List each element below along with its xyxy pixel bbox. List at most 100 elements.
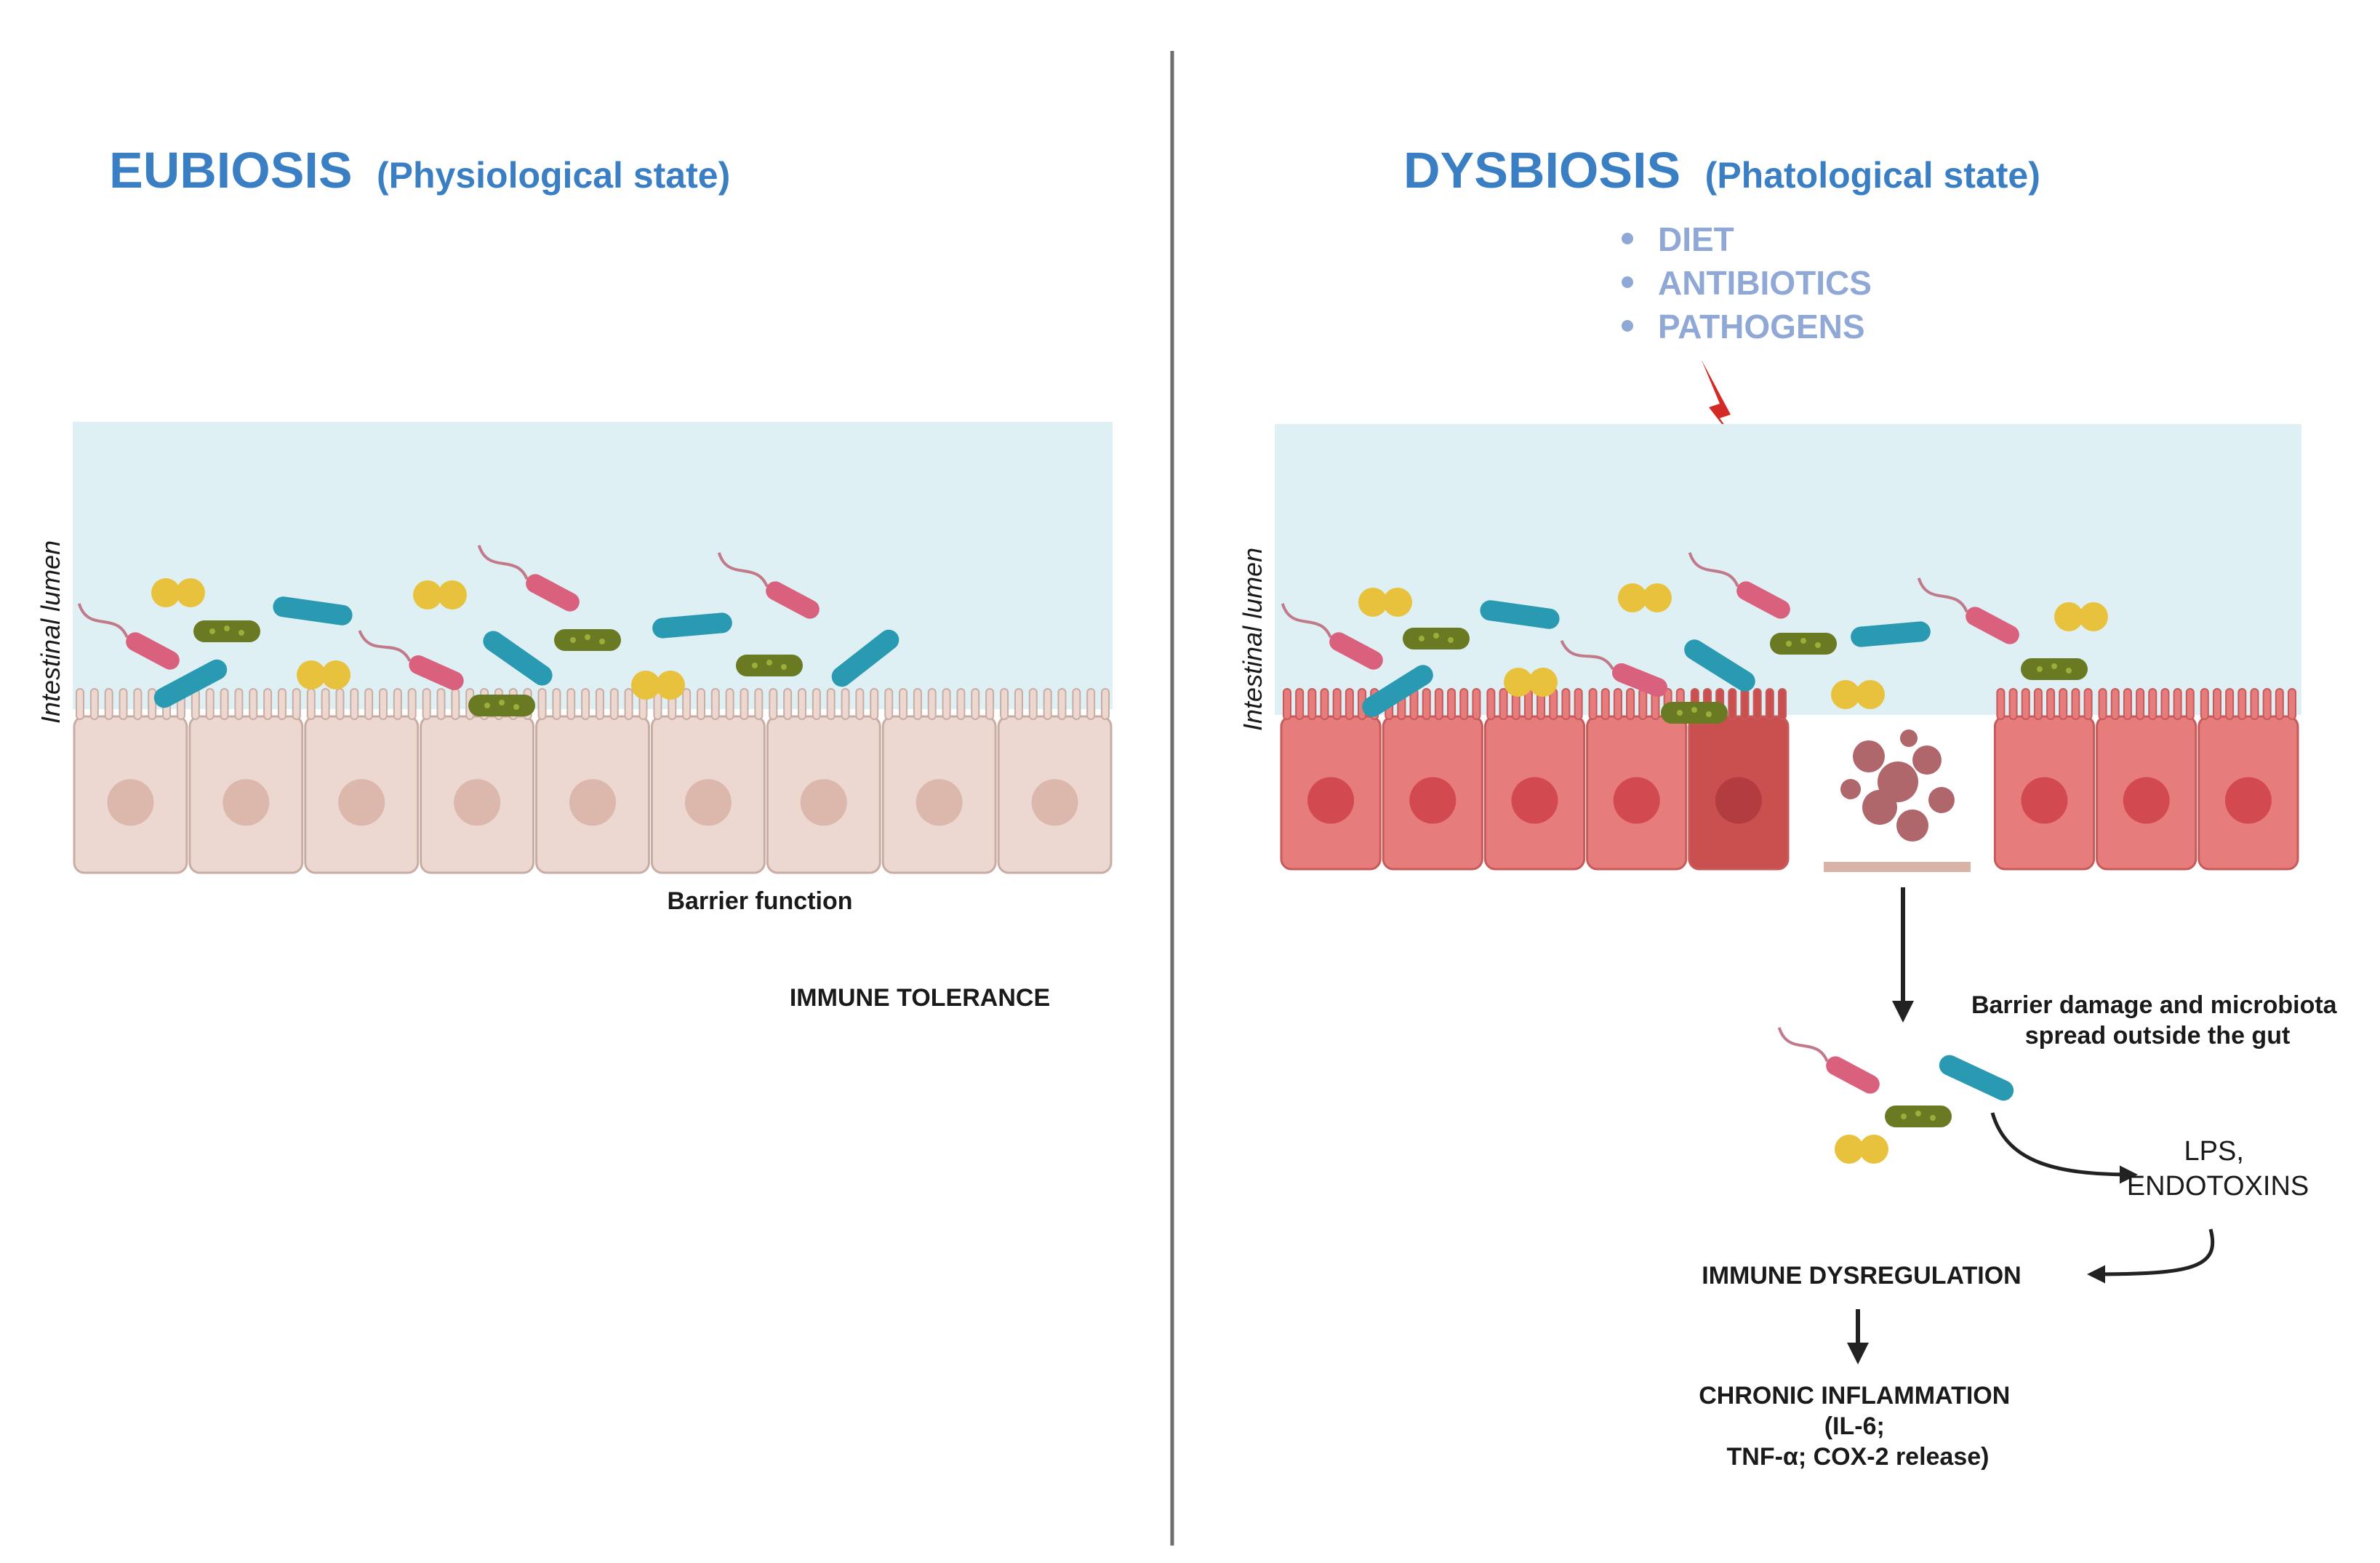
barrier-breach bbox=[1824, 716, 1971, 872]
epithelial-cell bbox=[1382, 688, 1483, 871]
epithelial-cell bbox=[1993, 688, 2096, 871]
inflammation-line-2: (IL-6; bbox=[1824, 1412, 1885, 1440]
chronic-inflammation-label: CHRONIC INFLAMMATION (IL-6; TNF-α; COX-2… bbox=[1699, 1382, 2017, 1471]
eubiosis-lumen bbox=[73, 422, 1113, 709]
lps-label: LPS, ENDOTOXINS bbox=[2127, 1136, 2309, 1202]
rod-bacterium-icon bbox=[483, 631, 553, 686]
dysbiosis-lumen bbox=[1275, 424, 2301, 715]
epithelial-cell bbox=[1280, 688, 1382, 871]
eubiosis-subtitle: (Physiological state) bbox=[377, 155, 730, 196]
flagellated-bacterium-icon bbox=[1281, 603, 1383, 670]
dysbiosis-epithelium bbox=[1280, 688, 2299, 871]
rod-bacterium-icon bbox=[652, 612, 732, 639]
rod-bacterium-icon bbox=[831, 629, 899, 687]
diplococcus-icon bbox=[1831, 680, 1885, 709]
bacillus-icon bbox=[1661, 702, 1728, 724]
diplococcus-icon bbox=[2054, 602, 2108, 631]
eubiosis-epithelium bbox=[73, 688, 1113, 874]
diplococcus-icon bbox=[1504, 668, 1558, 697]
bacillus-icon bbox=[2021, 658, 2088, 680]
dysbiosis-title: DYSBIOSIS (Phatological state) bbox=[1403, 142, 2040, 199]
rod-bacterium-icon bbox=[153, 659, 228, 708]
eubiosis-title-main: EUBIOSIS bbox=[109, 142, 353, 199]
cell-nucleus bbox=[2021, 777, 2068, 824]
epithelial-cell bbox=[2096, 688, 2197, 871]
bacillus-icon bbox=[736, 655, 803, 676]
rod-bacterium-icon bbox=[1684, 639, 1755, 692]
dysbiosis-lumen-label: Intestinal lumen bbox=[1238, 548, 1267, 731]
epithelial-cell bbox=[997, 688, 1113, 874]
bacillus-icon bbox=[1770, 633, 1837, 655]
flagellated-bacterium-icon bbox=[1688, 552, 1790, 619]
diplococcus-icon bbox=[1835, 1135, 1888, 1164]
epithelial-cell bbox=[304, 688, 420, 874]
immune-dysregulation-label: IMMUNE DYSREGULATION bbox=[1702, 1262, 2021, 1290]
bullet-icon bbox=[1622, 233, 1633, 244]
cell-nucleus bbox=[569, 779, 616, 826]
flagellated-bacterium-icon bbox=[717, 552, 820, 619]
epithelial-cell bbox=[1586, 688, 1688, 871]
cell-nucleus bbox=[1409, 777, 1457, 824]
cell-nucleus bbox=[1511, 777, 1558, 824]
cell-nucleus bbox=[1715, 777, 1762, 824]
cause-pathogens: PATHOGENS bbox=[1658, 308, 1865, 345]
cell-nucleus bbox=[915, 779, 963, 826]
epithelial-cell bbox=[766, 688, 881, 874]
rod-bacterium-icon bbox=[1939, 1055, 2014, 1101]
barrier-damage-label: Barrier damage and microbiota spread out… bbox=[1971, 991, 2344, 1050]
flagellated-bacterium-icon bbox=[1917, 577, 2019, 644]
epithelial-cell bbox=[650, 688, 766, 874]
epithelial-cell bbox=[188, 688, 304, 874]
rod-bacterium-icon bbox=[273, 596, 353, 625]
eubiosis-lumen-label: Intestinal lumen bbox=[36, 540, 65, 724]
lps-line-2: ENDOTOXINS bbox=[2127, 1171, 2309, 1202]
cell-nucleus bbox=[800, 779, 847, 826]
dysbiosis-title-main: DYSBIOSIS bbox=[1403, 142, 1680, 199]
flagellated-bacterium-icon bbox=[477, 545, 580, 612]
cause-antibiotics: ANTIBIOTICS bbox=[1658, 264, 1872, 302]
bacillus-icon bbox=[468, 695, 535, 716]
inflammation-line-3: TNF-α; COX-2 release) bbox=[1727, 1443, 1990, 1471]
cell-nucleus bbox=[338, 779, 385, 826]
diplococcus-icon bbox=[631, 671, 685, 700]
flagellated-bacterium-icon bbox=[1560, 639, 1668, 697]
cell-nucleus bbox=[223, 779, 270, 826]
cell-nucleus bbox=[2123, 777, 2170, 824]
diplococcus-icon bbox=[1358, 588, 1412, 617]
cell-debris-icon bbox=[1840, 729, 1955, 842]
eubiosis-panel: EUBIOSIS (Physiological state) Intestina… bbox=[36, 142, 1113, 1012]
immune-tolerance-label: IMMUNE TOLERANCE bbox=[790, 984, 1050, 1012]
dysbiosis-panel: DYSBIOSIS (Phatological state) DIET ANTI… bbox=[1238, 142, 2344, 1471]
cell-nucleus bbox=[1307, 777, 1355, 824]
epithelial-cell bbox=[881, 688, 997, 874]
cell-nucleus bbox=[107, 779, 154, 826]
bullet-icon bbox=[1622, 276, 1633, 288]
rod-bacterium-icon bbox=[1851, 621, 1931, 647]
epithelial-cell bbox=[535, 688, 650, 874]
diplococcus-icon bbox=[413, 580, 467, 609]
dysbiosis-microbiota bbox=[1281, 552, 2108, 724]
bacillus-icon bbox=[193, 620, 260, 642]
barrier-damage-line-1: Barrier damage and microbiota bbox=[1971, 991, 2338, 1019]
bacillus-icon bbox=[1885, 1106, 1952, 1127]
bullet-icon bbox=[1622, 320, 1633, 332]
inflammation-line-1: CHRONIC INFLAMMATION bbox=[1699, 1382, 2010, 1410]
curved-arrow-icon bbox=[2087, 1228, 2215, 1284]
barrier-function-label: Barrier function bbox=[667, 887, 852, 915]
flagellated-bacterium-icon bbox=[1777, 1027, 1880, 1094]
eubiosis-microbiota bbox=[77, 545, 899, 716]
flagellated-bacterium-icon bbox=[358, 630, 464, 690]
cause-diet: DIET bbox=[1658, 220, 1734, 258]
dysbiosis-subtitle: (Phatological state) bbox=[1705, 155, 2040, 196]
escaped-microbiota bbox=[1777, 1027, 2014, 1164]
epithelial-cell bbox=[73, 688, 188, 874]
diplococcus-icon bbox=[297, 660, 350, 689]
curved-arrow-icon bbox=[1990, 1112, 2138, 1184]
lps-line-1: LPS, bbox=[2184, 1136, 2244, 1167]
rod-bacterium-icon bbox=[1362, 665, 1433, 717]
barrier-damage-line-2: spread outside the gut bbox=[2025, 1022, 2291, 1050]
eubiosis-title: EUBIOSIS (Physiological state) bbox=[109, 142, 730, 199]
epithelial-cell bbox=[1483, 688, 1586, 871]
rod-bacterium-icon bbox=[1480, 600, 1560, 629]
